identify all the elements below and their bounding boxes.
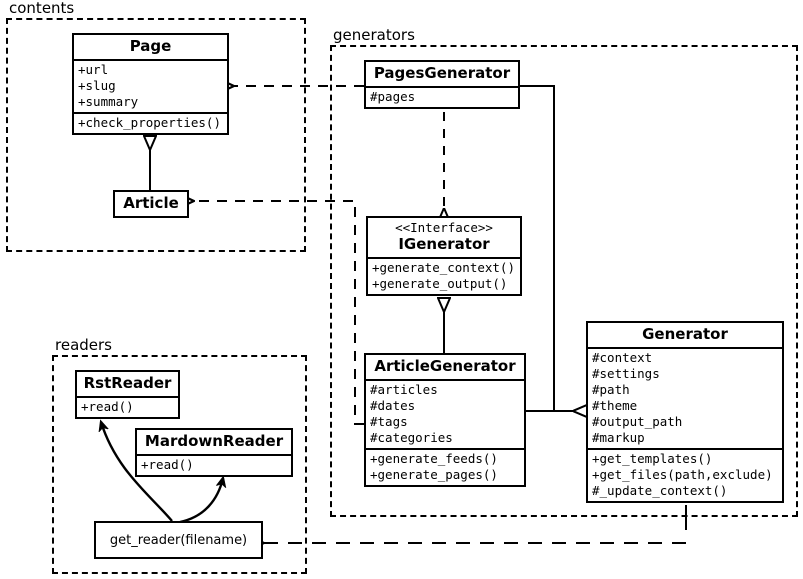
class-separator <box>588 347 782 349</box>
attribute: #pages <box>370 89 416 104</box>
package-label-readers: readers <box>52 337 115 353</box>
method: +get_files(path,exclude) <box>592 467 773 482</box>
class-methods-article-generator: +generate_feeds() +generate_pages() <box>366 450 524 485</box>
attribute: #path <box>592 382 630 397</box>
class-stereotype-igenerator: <<Interface>> <box>395 220 493 235</box>
package-frame-generators <box>330 45 798 517</box>
relation-get-reader-creates-rstreader <box>101 422 173 522</box>
class-methods-page: +check_properties() <box>74 114 227 133</box>
class-name-article-generator: ArticleGenerator <box>374 357 516 375</box>
class-methods-igenerator: +generate_context() +generate_output() <box>368 259 520 294</box>
class-box-rst-reader[interactable]: RstReader +read() <box>75 370 180 419</box>
function-label-get-reader: get_reader(filename) <box>109 532 248 548</box>
method: +generate_pages() <box>370 467 498 482</box>
class-name-pages-generator: PagesGenerator <box>373 64 511 82</box>
relation-articlegenerator-uses-article <box>194 201 364 425</box>
class-attributes-article-generator: #articles #dates #tags #categories <box>366 381 524 448</box>
class-attributes-page: +url +slug +summary <box>74 61 227 112</box>
attribute: #theme <box>592 398 638 413</box>
class-name-rst-reader: RstReader <box>83 374 172 392</box>
relation-get-reader-creates-mardownreader <box>179 478 223 524</box>
attribute: #categories <box>370 430 453 445</box>
class-separator <box>366 448 524 450</box>
class-name-mardown-reader: MardownReader <box>144 432 284 450</box>
class-box-mardown-reader[interactable]: MardownReader +read() <box>135 428 293 477</box>
class-name-igenerator: IGenerator <box>398 235 490 253</box>
method: +read() <box>141 457 194 472</box>
class-methods-mardown-reader: +read() <box>137 456 291 475</box>
package-label-contents: contents <box>6 0 78 16</box>
attribute: +url <box>78 62 109 77</box>
attribute: +slug <box>78 78 116 93</box>
method: +check_properties() <box>78 115 221 130</box>
attribute: #articles <box>370 382 438 397</box>
method: +get_templates() <box>592 451 713 466</box>
class-box-generator[interactable]: Generator #context #settings #path #them… <box>586 321 784 503</box>
class-separator <box>588 448 782 450</box>
attribute: #dates <box>370 398 416 413</box>
attribute: +summary <box>78 94 139 109</box>
class-box-pages-generator[interactable]: PagesGenerator #pages <box>364 60 520 109</box>
class-name-article: Article <box>123 194 179 212</box>
class-methods-rst-reader: +read() <box>77 398 178 417</box>
package-label-generators: generators <box>330 27 418 43</box>
class-separator <box>366 379 524 381</box>
method: +generate_output() <box>372 276 508 291</box>
class-name-generator: Generator <box>642 325 728 343</box>
method: +generate_feeds() <box>370 451 498 466</box>
class-name-page: Page <box>129 37 172 55</box>
attribute: #output_path <box>592 414 683 429</box>
attribute: #settings <box>592 366 660 381</box>
class-box-igenerator[interactable]: <<Interface>> IGenerator +generate_conte… <box>366 216 522 296</box>
attribute: #markup <box>592 430 645 445</box>
relation-generator-uses-get-reader <box>264 505 687 543</box>
class-separator <box>74 59 227 61</box>
class-separator <box>368 257 520 259</box>
package-frame-contents <box>6 18 306 252</box>
class-box-article[interactable]: Article <box>113 190 189 218</box>
class-separator <box>366 86 518 88</box>
method: #_update_context() <box>592 483 728 498</box>
attribute: #tags <box>370 414 408 429</box>
class-separator <box>74 112 227 114</box>
class-separator <box>77 396 178 398</box>
class-box-article-generator[interactable]: ArticleGenerator #articles #dates #tags … <box>364 353 526 487</box>
function-box-get-reader[interactable]: get_reader(filename) <box>94 521 263 559</box>
class-box-page[interactable]: Page +url +slug +summary +check_properti… <box>72 33 229 135</box>
package-frame-readers <box>52 355 307 574</box>
class-attributes-pages-generator: #pages <box>366 88 518 107</box>
class-methods-generator: +get_templates() +get_files(path,exclude… <box>588 450 782 501</box>
class-separator <box>137 454 291 456</box>
attribute: #context <box>592 350 653 365</box>
class-attributes-generator: #context #settings #path #theme #output_… <box>588 349 782 448</box>
method: +generate_context() <box>372 260 515 275</box>
method: +read() <box>81 399 134 414</box>
